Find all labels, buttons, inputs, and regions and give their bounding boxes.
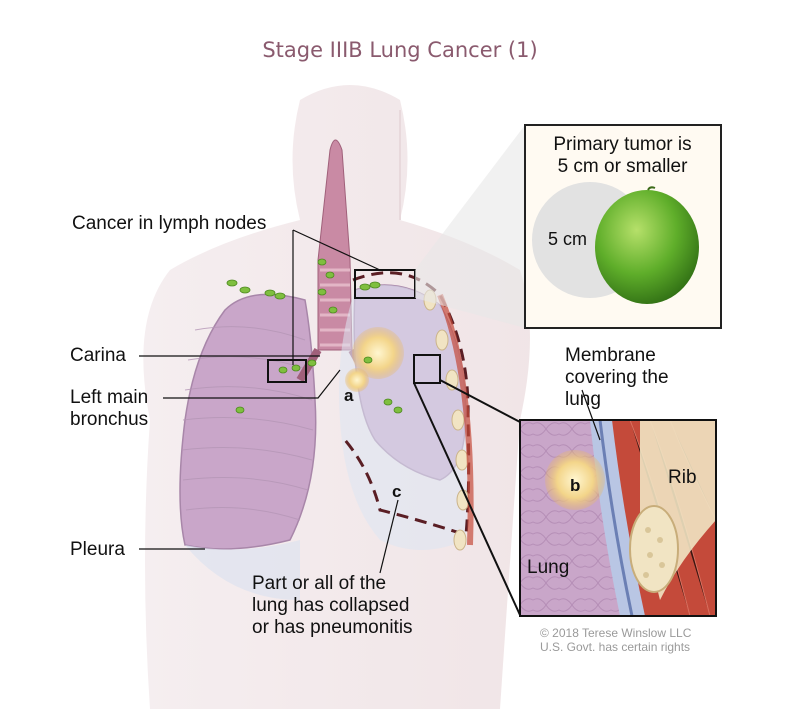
- leader-lines: [139, 229, 601, 574]
- label-collapsed-lung: Part or all of the lung has collapsed or…: [252, 573, 413, 638]
- label-membrane: Membrane covering the lung: [565, 345, 669, 410]
- label-pleura: Pleura: [70, 539, 125, 560]
- lime-inset-panel: [524, 124, 722, 329]
- label-lymph-nodes: Cancer in lymph nodes: [72, 213, 267, 234]
- right-lung: [179, 293, 317, 600]
- letter-c: c: [392, 482, 402, 501]
- primary-tumor: [352, 327, 404, 379]
- page-title: Stage IIIB Lung Cancer (1): [262, 38, 538, 62]
- lime-icon: [595, 190, 699, 304]
- label-rib: Rib: [668, 467, 697, 488]
- label-size: 5 cm: [548, 229, 588, 249]
- label-lung: Lung: [527, 557, 570, 578]
- label-left-main-bronchus: Left main bronchus: [70, 387, 149, 430]
- copyright-notice: © 2018 Terese Winslow LLC U.S. Govt. has…: [540, 626, 692, 654]
- secondary-tumor: [345, 368, 369, 392]
- inset-title: Primary tumor is 5 cm or smaller: [553, 134, 692, 177]
- membrane-tumor: [545, 450, 605, 510]
- rib-cross-section: [629, 505, 679, 593]
- letter-a: a: [344, 386, 354, 405]
- label-carina: Carina: [70, 345, 126, 366]
- magnified-inset-panel: [520, 420, 716, 616]
- magnified-inset-connector: [413, 379, 521, 616]
- lymph-nodes: [226, 258, 403, 414]
- letter-b: b: [570, 476, 581, 495]
- lime-inset-connector: [415, 125, 525, 328]
